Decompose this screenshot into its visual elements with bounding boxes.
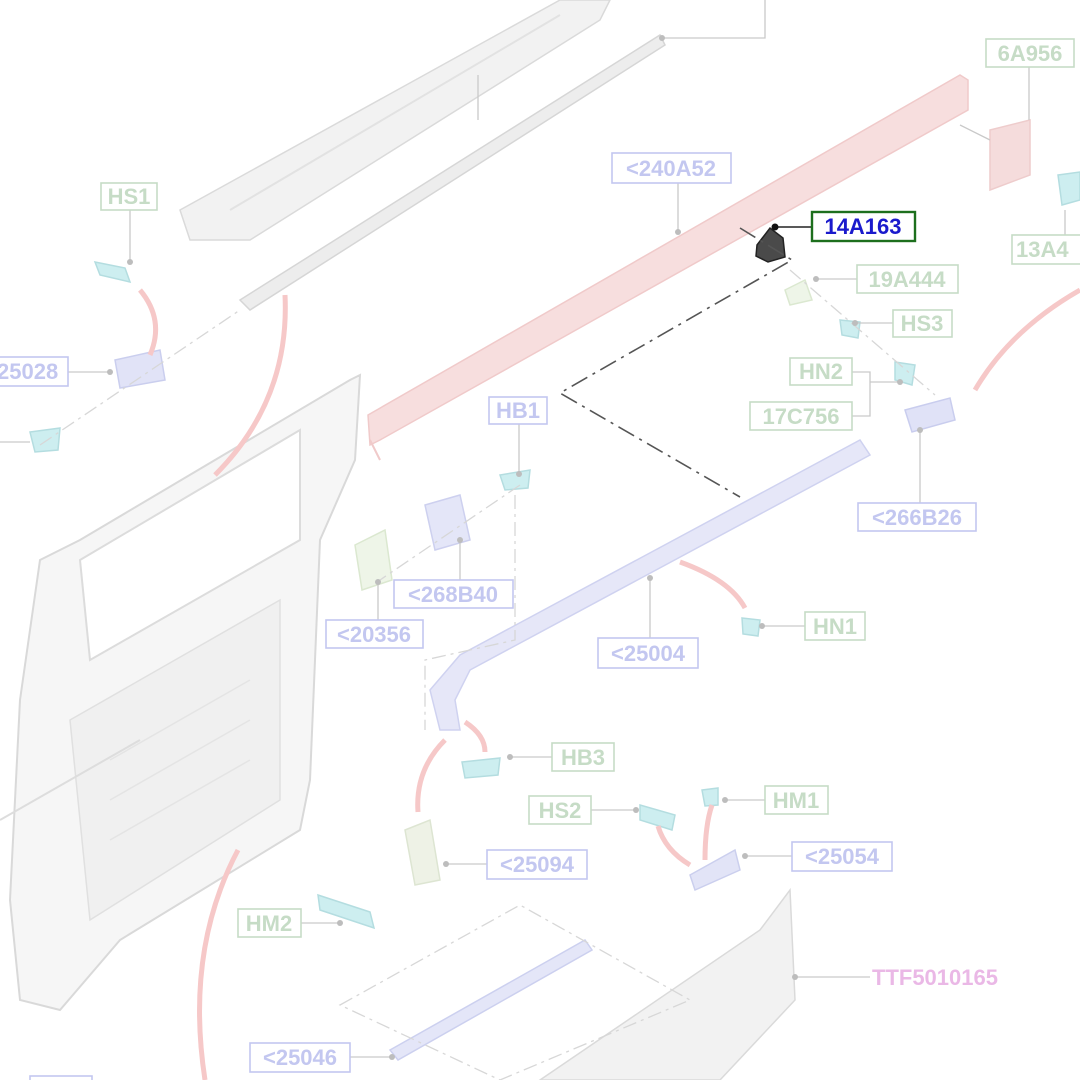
part-14a163-clip[interactable] [755, 226, 786, 263]
callout-6a956-text: 6A956 [998, 41, 1063, 66]
callout-268b40[interactable]: <268B40 [393, 579, 514, 609]
callout-hb3[interactable]: HB3 [551, 742, 615, 772]
callout-25054[interactable]: <25054 [791, 841, 893, 872]
callout-266b26-text: <266B26 [872, 505, 962, 530]
callout-hs2-text: HS2 [539, 798, 582, 823]
callout-25046-text: <25046 [263, 1045, 337, 1070]
leader-lines [0, 66, 1066, 1060]
callout-ttf5010165-text: TTF5010165 [872, 965, 998, 990]
callout-25094-text: <25094 [500, 852, 575, 877]
direction-arrows [138, 287, 1080, 1080]
lower-seal-blue [114, 349, 956, 1061]
belt-moulding-red [367, 74, 1031, 461]
callout-hs1-text: HS1 [108, 184, 151, 209]
callout-hn1-text: HN1 [813, 614, 857, 639]
door-frame-seal [238, 0, 766, 311]
roof-rail-trim [179, 0, 611, 241]
callout-hn2-text: HN2 [799, 359, 843, 384]
callout-14a163[interactable]: 14A163 [810, 210, 917, 243]
callout-25028-text: 25028 [0, 359, 58, 384]
callout-6a956[interactable]: 6A956 [985, 38, 1075, 68]
callout-268b40-text: <268B40 [408, 582, 498, 607]
sill-plate [538, 887, 796, 1080]
callout-17c756[interactable]: 17C756 [749, 401, 853, 431]
callout-20356[interactable]: <20356 [325, 619, 424, 649]
callout-hm2[interactable]: HM2 [237, 908, 302, 938]
callout-hs3[interactable]: HS3 [892, 309, 953, 338]
callout-hs2[interactable]: HS2 [528, 795, 592, 825]
callout-hb3-text: HB3 [561, 745, 605, 770]
callout-hb1-text: HB1 [496, 398, 540, 423]
callout-17c756-text: 17C756 [762, 404, 839, 429]
callout-ttf5010165[interactable]: TTF5010165 [872, 965, 998, 990]
callout-hs3-text: HS3 [901, 311, 944, 336]
callout-19a444-text: 19A444 [868, 267, 946, 292]
callout-25004-text: <25004 [611, 641, 686, 666]
callout-13a4-text: 13A4 [1016, 237, 1069, 262]
callout-240a52[interactable]: <240A52 [611, 152, 732, 184]
callout-hm1[interactable]: HM1 [764, 785, 829, 815]
callout-240a52-text: <240A52 [626, 156, 716, 181]
callout-25004[interactable]: <25004 [597, 637, 699, 669]
callout-266b26[interactable]: <266B26 [857, 502, 977, 532]
callout-25028[interactable]: 25028 [0, 356, 69, 387]
callout-13a4[interactable]: 13A4 [1011, 234, 1080, 265]
callout-19a444[interactable]: 19A444 [856, 264, 959, 294]
callout-25094[interactable]: <25094 [486, 849, 588, 880]
callout-25054-text: <25054 [805, 844, 880, 869]
assembly-lines [39, 227, 936, 1080]
callout-hn1[interactable]: HN1 [804, 611, 866, 641]
small-brackets [354, 278, 813, 886]
callout-14a163-text: 14A163 [824, 214, 901, 239]
callout-hn2[interactable]: HN2 [789, 357, 853, 386]
callout-bottom-partial [29, 1075, 93, 1080]
callout-20356-text: <20356 [337, 622, 411, 647]
callout-25046[interactable]: <25046 [249, 1042, 351, 1073]
door-panel [0, 373, 362, 1012]
callout-hm1-text: HM1 [773, 788, 819, 813]
callout-hb1[interactable]: HB1 [488, 396, 548, 425]
callout-hm2-text: HM2 [246, 911, 292, 936]
callout-hs1[interactable]: HS1 [100, 182, 158, 211]
